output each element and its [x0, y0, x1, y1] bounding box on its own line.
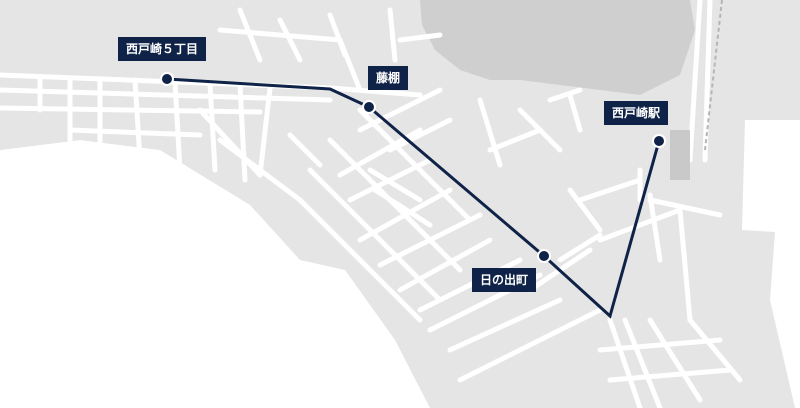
stop-markers: [160, 72, 666, 263]
bus-route-line: [166, 77, 661, 319]
road-network: [0, 0, 740, 408]
stop-marker[interactable]: [362, 100, 376, 114]
stop-marker[interactable]: [537, 249, 551, 263]
station-platform: [670, 130, 690, 180]
stop-marker[interactable]: [160, 72, 174, 86]
stop-label: 西戸崎駅: [604, 101, 669, 125]
stop-label: 藤棚: [368, 66, 409, 90]
lake: [420, 0, 695, 95]
stop-label: 日の出町: [472, 268, 537, 292]
stop-label: 西戸崎５丁目: [118, 37, 207, 61]
stop-marker[interactable]: [652, 134, 666, 148]
